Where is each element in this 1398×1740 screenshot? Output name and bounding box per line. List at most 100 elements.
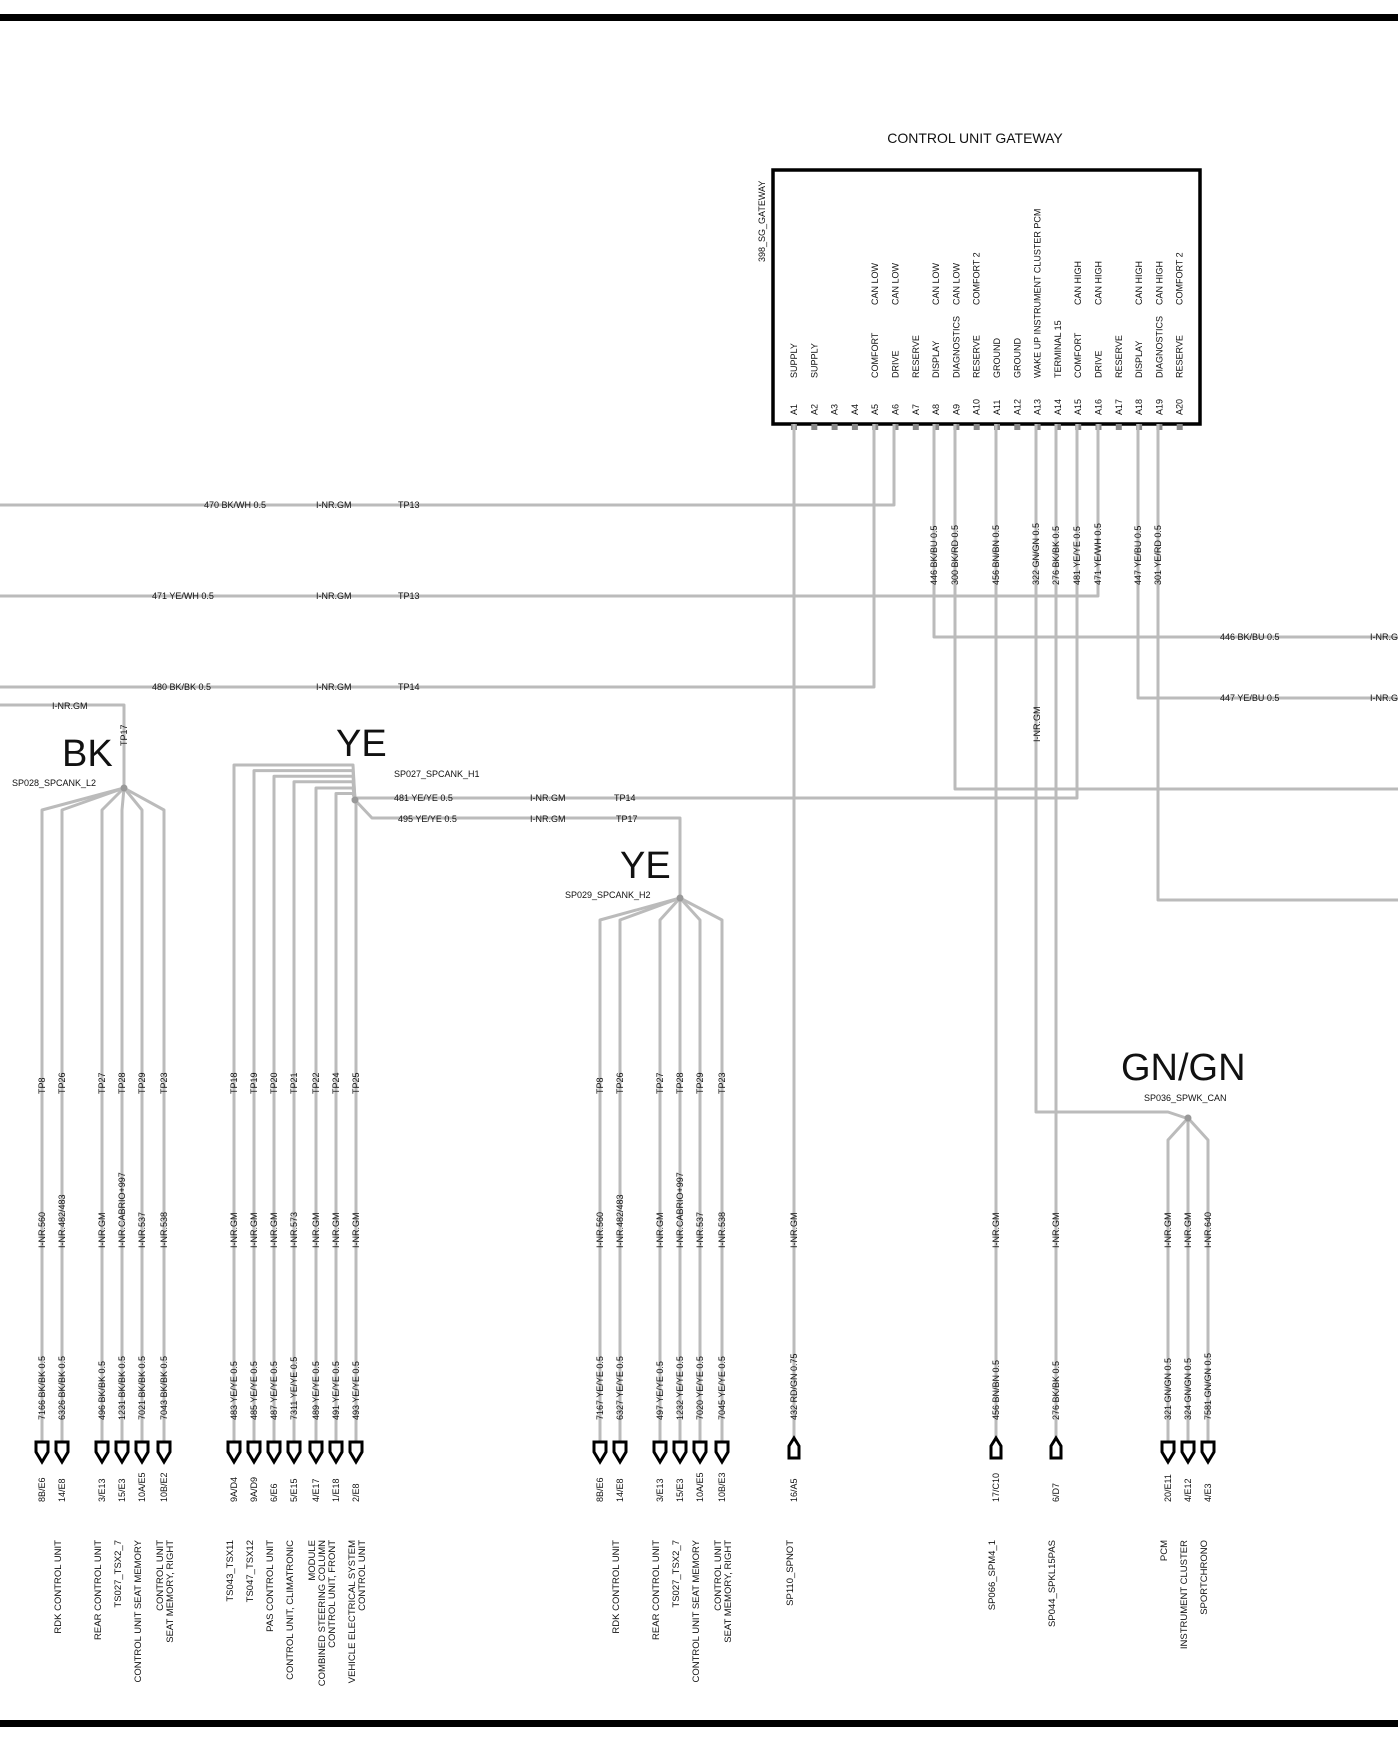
gateway-pin-name: GROUND (992, 338, 1002, 378)
bottom-border (0, 1720, 1398, 1727)
gateway-wire-label: 446 BK/BU 0.5 (929, 525, 939, 585)
gateway-pin-a20: A20 (1175, 399, 1185, 415)
branch-wire-label: 483 YE/YE 0.5 (229, 1361, 239, 1420)
branch-wire-label: 1232 YE/YE 0.5 (675, 1356, 685, 1420)
branch-pin-label: 2/E8 (351, 1483, 361, 1502)
branch-pin-label: 4/E17 (311, 1478, 321, 1502)
gateway-wire-label: 481 YE/YE 0.5 (1072, 526, 1082, 585)
conn-a13: I-NR.GM (1032, 707, 1042, 743)
gateway-wire-label: 456 BN/BN 0.5 (991, 525, 1001, 585)
branch-wire-label: 7167 YE/YE 0.5 (595, 1356, 605, 1420)
wire-471-tp: TP13 (398, 591, 420, 601)
gateway-pin-subname: CAN LOW (951, 262, 961, 305)
branch-wire-label: 7166 BK/BK 0.5 (37, 1356, 47, 1420)
gateway-box (771, 168, 1202, 426)
splice-fan (1166, 1114, 1210, 1442)
gateway-pin-a1: A1 (789, 404, 799, 415)
gateway-wire-label: 276 BK/BK 0.5 (1051, 526, 1061, 585)
branch-wire-label: 456 BN/BN 0.5 (991, 1360, 1001, 1420)
terminal-arrow-icon (94, 1440, 110, 1465)
branch-pin-label: 15/E3 (117, 1478, 127, 1502)
gateway-pin-subname: CAN HIGH (1073, 261, 1083, 305)
gateway-pin-a14: A14 (1053, 399, 1063, 415)
gateway-pin-name: RESERVE (1175, 335, 1185, 378)
component-name: PAS CONTROL UNIT (265, 1540, 276, 1632)
branch-wire-label: 432 RD/GN 0.75 (789, 1353, 799, 1420)
gateway-pin-a16: A16 (1094, 399, 1104, 415)
wire-481-tp: TP14 (614, 793, 636, 803)
gateway-pin-subname: COMFORT 2 (972, 252, 982, 305)
branch-connector-label: I-NR.538 (717, 1212, 727, 1248)
branch-wire-label: 493 YE/YE 0.5 (351, 1361, 361, 1420)
branch-pin-label: 16/A5 (789, 1478, 799, 1502)
branch-pin-label: 6/E6 (269, 1483, 279, 1502)
component-label: CONTROL UNIT SEAT MEMORY (691, 1539, 702, 1682)
wire-446-conn: I-NR.G (1370, 632, 1398, 642)
branch-tp-label: TP21 (289, 1072, 299, 1094)
gateway-pin-name: WAKE UP INSTRUMENT CLUSTER PCM (1033, 209, 1043, 378)
component-name-line2: CONTROL UNIT (357, 1540, 368, 1611)
branch-connector-label: I-NR.GM (331, 1213, 341, 1249)
branch-pin-label: 15/E3 (675, 1478, 685, 1502)
gateway-pin-name: COMFORT (1073, 332, 1083, 378)
branch-connector-label: I-NR.GM (97, 1213, 107, 1249)
branch-wire-label: 6327 YE/YE 0.5 (615, 1356, 625, 1420)
branch-pin-label: 6/D7 (1051, 1483, 1061, 1502)
component-label: PAS CONTROL UNIT (265, 1540, 276, 1632)
splice-ye2-color: YE (620, 845, 671, 887)
wire-495-conn: I-NR.GM (530, 814, 566, 824)
component-label: SP066_SPM4_1 (987, 1540, 998, 1610)
conn-top-left: I-NR.GM (52, 701, 88, 711)
gateway-pin-name: SUPPLY (809, 343, 819, 378)
branch-connector-label: I-NR.GM (311, 1213, 321, 1249)
component-name: SP066_SPM4_1 (987, 1540, 998, 1610)
splice-fan (40, 784, 166, 1442)
branch-connector-label: I-NR.573 (289, 1212, 299, 1248)
branch-connector-label: I-NR.GM (1163, 1213, 1173, 1249)
branch-pin-label: 4/E3 (1203, 1483, 1213, 1502)
gateway-pin-name: COMFORT (870, 332, 880, 378)
component-label: INSTRUMENT CLUSTER (1179, 1540, 1190, 1649)
terminal-arrow-icon (672, 1440, 688, 1465)
splice-gn-name: SP036_SPWK_CAN (1144, 1093, 1227, 1103)
splices (40, 763, 1210, 1442)
branch-wire-label: 7045 YE/YE 0.5 (717, 1356, 727, 1420)
gateway-pin-a5: A5 (870, 404, 880, 415)
gateway-pin-subname: CAN LOW (870, 262, 880, 305)
branch-wire-label: 487 YE/YE 0.5 (269, 1361, 279, 1420)
component-name: SP110_SPNOT (785, 1540, 796, 1606)
component-name: CONTROL UNIT, FRONT (327, 1540, 338, 1648)
component-name: TS027_TSX2_7 (671, 1540, 682, 1608)
gateway-pin-a2: A2 (809, 404, 819, 415)
component-label: CONTROL UNIT SEAT MEMORY (133, 1539, 144, 1682)
component-label: SPORTCHRONO (1199, 1540, 1210, 1615)
branch-pin-label: 9A/D4 (229, 1477, 239, 1502)
gateway-pin-terminal (1115, 424, 1122, 430)
gateway-code: 398_SG_GATEWAY (757, 181, 767, 262)
terminal-arrow-icon (226, 1440, 242, 1465)
gateway-title: CONTROL UNIT GATEWAY (887, 130, 1063, 146)
branch-tp-label: TP28 (675, 1072, 685, 1094)
gateway-pin-terminal (933, 424, 940, 430)
splice-bk-name: SP028_SPCANK_L2 (12, 778, 96, 788)
splice-ye1-color: YE (336, 723, 387, 765)
branch-connector-label: I-NR.537 (137, 1212, 147, 1248)
gateway-pin-name: DIAGNOSTICS (951, 316, 961, 378)
terminal-arrow-icon (652, 1440, 668, 1465)
gateway-pin-a13: A13 (1033, 399, 1043, 415)
branch-pin-label: 4/E12 (1183, 1478, 1193, 1502)
gateway-pin-terminal (1176, 424, 1183, 430)
